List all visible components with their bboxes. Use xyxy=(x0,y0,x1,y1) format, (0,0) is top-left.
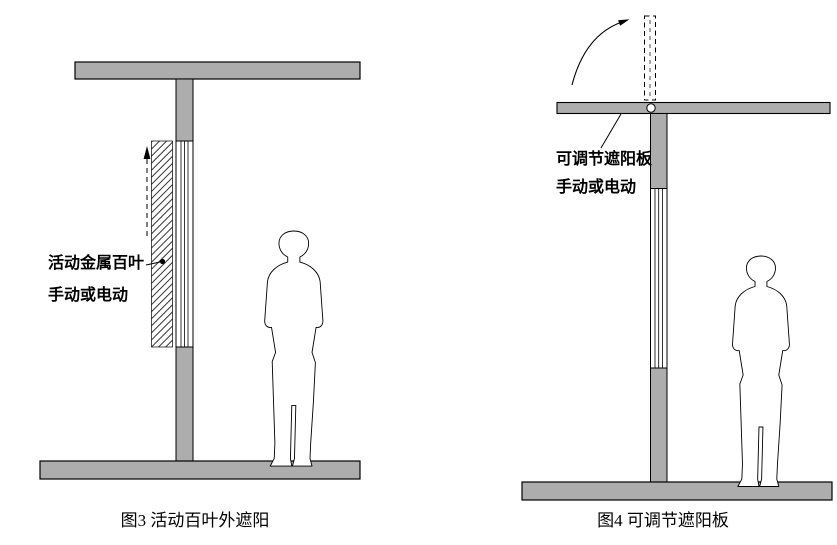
fig4-hinge-circle xyxy=(646,103,656,113)
fig3-caption: 图3 活动百叶外遮阳 xyxy=(120,511,270,530)
fig3-louver-hatch xyxy=(151,140,173,348)
fig4-person-figure xyxy=(731,255,791,488)
fig3-wall-lower xyxy=(175,346,194,462)
fig4-window xyxy=(650,188,668,369)
fig3-leader-dot xyxy=(159,258,166,265)
fig3-leader-line xyxy=(145,261,161,266)
fig4-panel-rotated xyxy=(644,15,656,101)
fig3-wall-upper xyxy=(175,78,194,142)
fig4-shade-panel xyxy=(556,101,831,115)
fig4-wall-lower xyxy=(650,367,668,483)
fig3-window xyxy=(175,140,194,348)
fig3-person-figure xyxy=(264,230,324,467)
fig4-caption: 图4 可调节遮阳板 xyxy=(597,511,729,530)
fig3-callout-line1: 活动金属百叶 xyxy=(48,255,145,272)
fig3-bottom-slab xyxy=(39,460,361,480)
figure3-drawing xyxy=(39,61,361,480)
fig4-bottom-slab xyxy=(521,481,833,501)
fig4-leader-line xyxy=(600,113,622,149)
fig3-up-arrow-icon xyxy=(143,146,151,237)
fig4-rotation-arrow-icon xyxy=(571,19,630,86)
fig4-callout-line1: 可调节遮阳板 xyxy=(556,151,653,168)
figure4-drawing xyxy=(521,15,833,501)
fig4-wall-upper xyxy=(650,113,668,189)
fig3-callout-line2: 手动或电动 xyxy=(48,287,129,304)
fig3-top-slab xyxy=(74,61,361,80)
fig4-callout-line2: 手动或电动 xyxy=(556,179,637,196)
